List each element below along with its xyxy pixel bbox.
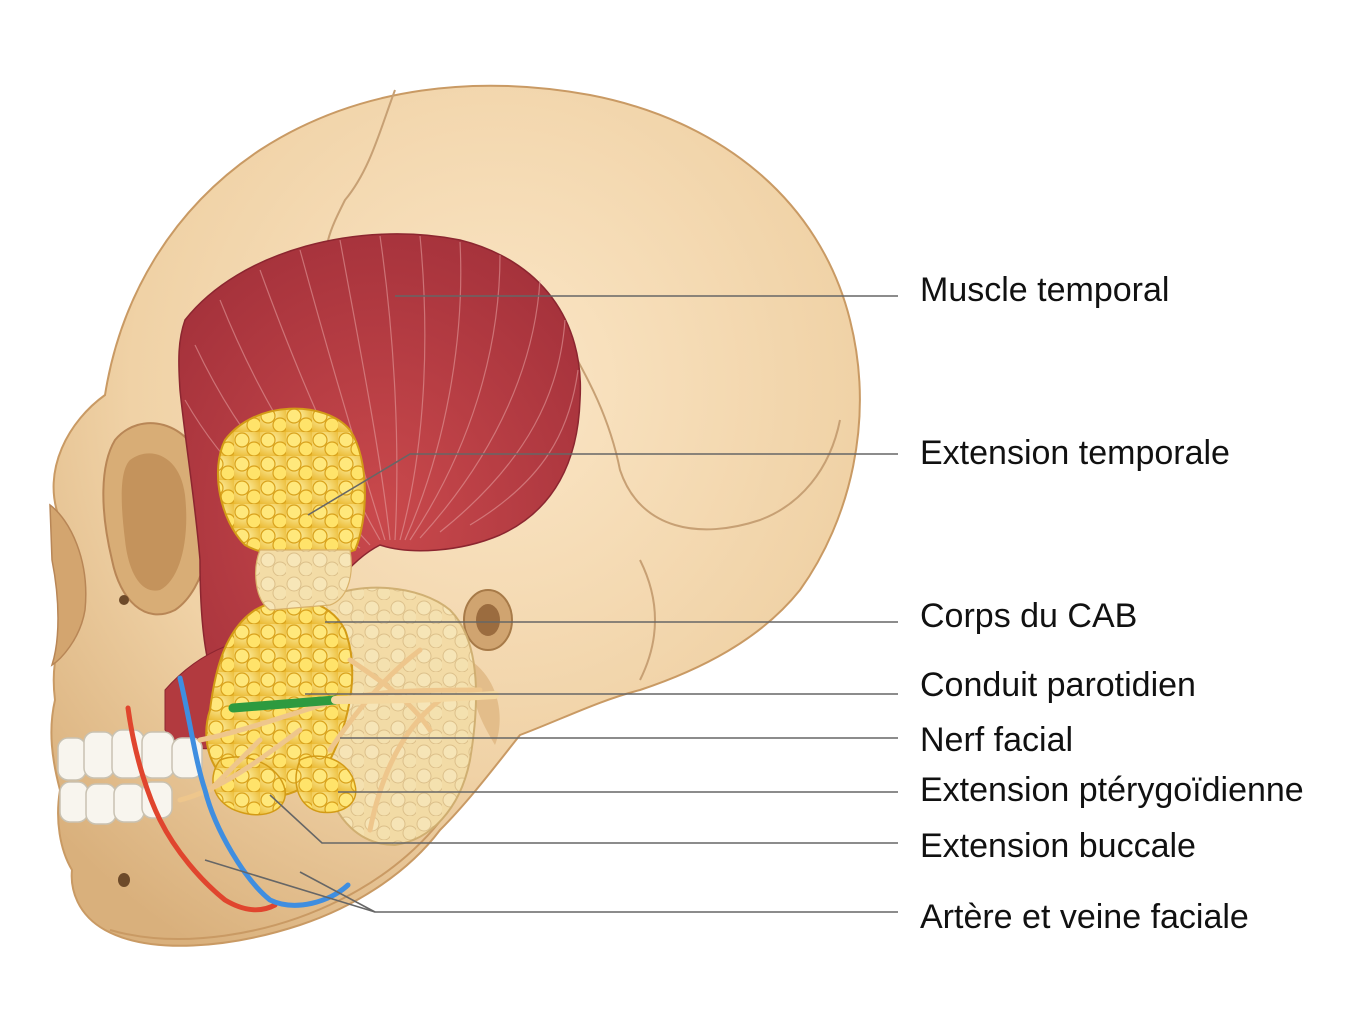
buccal-fat-stalk xyxy=(255,549,352,611)
orbit-inner xyxy=(121,453,187,591)
facial-vein xyxy=(177,675,351,908)
temporal-extension xyxy=(217,407,366,558)
mandible-edge xyxy=(109,799,456,940)
ear-canal-inner xyxy=(476,604,500,636)
lambdoid-suture xyxy=(559,329,841,531)
squamous-suture xyxy=(639,559,656,681)
mastoid-process xyxy=(470,660,500,745)
facial-artery xyxy=(125,705,278,913)
leader-extension-temporale xyxy=(307,453,898,516)
infraorbital-foramen xyxy=(119,595,129,605)
parotid-duct xyxy=(228,695,340,713)
teeth xyxy=(57,729,203,825)
parotid-duct-pale xyxy=(331,691,499,704)
leader-artere-veine-b xyxy=(299,871,376,913)
leader-extension-buccale xyxy=(269,794,898,844)
nasal-aperture xyxy=(49,503,87,667)
mental-foramen xyxy=(118,873,130,887)
leader-lines xyxy=(204,295,898,913)
pterygoid-extension xyxy=(295,755,357,814)
